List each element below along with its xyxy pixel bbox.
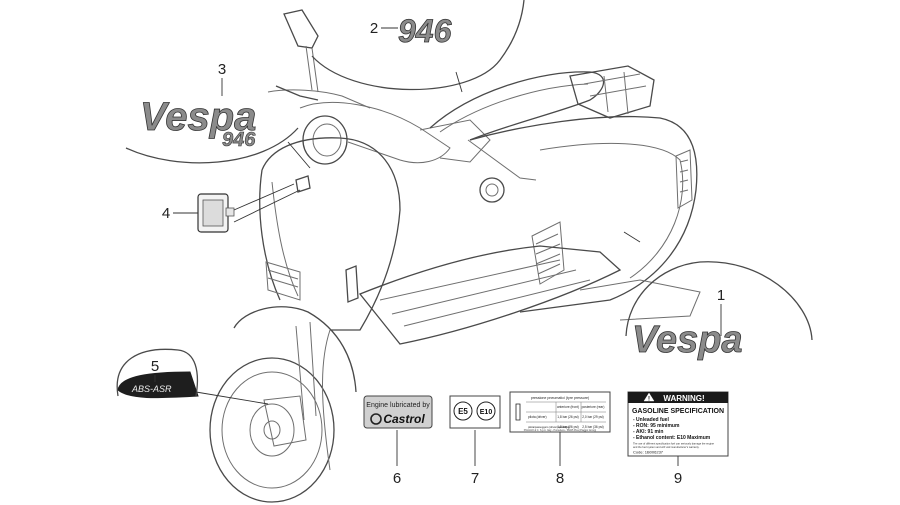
svg-text:2: 2 — [370, 20, 378, 37]
svg-text:1: 1 — [717, 287, 725, 304]
callout-2: 2 — [370, 20, 398, 37]
tyre-pressure-decal: pressione pneumatici (tyre pressure) ant… — [509, 391, 611, 433]
svg-text:Code: 1B006237: Code: 1B006237 — [633, 450, 664, 455]
svg-text:Vespa: Vespa — [140, 95, 256, 139]
svg-text:ABS-ASR: ABS-ASR — [131, 384, 172, 394]
svg-text:and the fuel system and will v: and the fuel system and will void manufa… — [633, 445, 700, 449]
svg-text:7: 7 — [471, 470, 479, 487]
svg-text:posteriore (rear): posteriore (rear) — [582, 405, 605, 409]
svg-text:8: 8 — [556, 470, 564, 487]
gasoline-warning-decal: ! WARNING! GASOLINE SPECIFICATION - Unle… — [627, 391, 729, 457]
svg-text:anteriore (front): anteriore (front) — [557, 405, 579, 409]
svg-text:E10: E10 — [480, 409, 493, 416]
scooter-drawing — [209, 9, 701, 503]
bubble-1-arc — [625, 261, 813, 341]
svg-text:E5: E5 — [458, 407, 468, 416]
svg-text:WARNING!: WARNING! — [663, 394, 704, 403]
callout-5: 5 — [151, 358, 159, 382]
bubble-3-arc — [125, 127, 299, 164]
svg-text:PIAGGIO & C. S.p.A. Italy - Po: PIAGGIO & C. S.p.A. Italy - Pontedera - … — [524, 429, 597, 432]
svg-text:pilota/passeggero (driver/pass: pilota/passeggero (driver/passenger) — [528, 425, 570, 429]
castrol-decal: Engine lubricated by Castrol — [363, 395, 433, 429]
bubble-2-arc — [311, 0, 525, 91]
svg-text:Castrol: Castrol — [383, 412, 425, 426]
callout-1: 1 — [717, 287, 725, 336]
callout-9: 9 — [674, 456, 682, 487]
svg-text:3: 3 — [218, 61, 226, 78]
svg-text:946: 946 — [398, 13, 452, 49]
svg-text:!: ! — [648, 397, 650, 403]
vespa-logo-side: Vespa — [632, 319, 743, 362]
callout-4: 4 — [162, 205, 198, 222]
svg-text:1,8 bar (26 psi): 1,8 bar (26 psi) — [557, 425, 578, 429]
svg-text:- RON: 95 minimum: - RON: 95 minimum — [633, 423, 680, 429]
svg-text:2,5 bar (36 psi): 2,5 bar (36 psi) — [582, 425, 603, 429]
callout-3: 3 — [218, 61, 226, 96]
svg-text:4: 4 — [162, 205, 170, 222]
svg-text:Engine lubricated by: Engine lubricated by — [366, 402, 430, 409]
svg-text:- Unleaded fuel: - Unleaded fuel — [633, 417, 669, 423]
callout-6: 6 — [393, 430, 401, 487]
svg-text:- Ethanol content: E10 Maximum: - Ethanol content: E10 Maximum — [633, 435, 711, 441]
svg-text:pressione pneumatici (tyre pre: pressione pneumatici (tyre pressure) — [531, 396, 589, 400]
svg-text:1,8 bar (26 psi): 1,8 bar (26 psi) — [557, 415, 578, 419]
abs-asr-decal: ABS-ASR — [116, 348, 269, 405]
fuel-e5-e10-decal: E5 E10 — [449, 395, 501, 429]
tag-part-4 — [197, 175, 311, 233]
svg-text:Vespa: Vespa — [632, 319, 743, 361]
callout-8: 8 — [556, 432, 564, 487]
svg-text:2,0 bar (29 psi): 2,0 bar (29 psi) — [582, 415, 603, 419]
svg-text:6: 6 — [393, 470, 401, 487]
svg-text:9: 9 — [674, 470, 682, 487]
model-946-logo: 946 — [398, 13, 452, 50]
svg-text:The use of different specifica: The use of different specification fuel … — [633, 442, 715, 446]
svg-text:GASOLINE SPECIFICATION: GASOLINE SPECIFICATION — [632, 408, 724, 415]
svg-text:- AKI: 91 min: - AKI: 91 min — [633, 429, 663, 435]
model-946-logo-small: 946 — [222, 129, 257, 152]
svg-text:5: 5 — [151, 358, 159, 375]
svg-text:pilota (driver): pilota (driver) — [528, 415, 547, 419]
callout-7: 7 — [471, 430, 479, 487]
vespa-logo-large: Vespa — [140, 95, 257, 140]
svg-text:946: 946 — [222, 129, 256, 151]
